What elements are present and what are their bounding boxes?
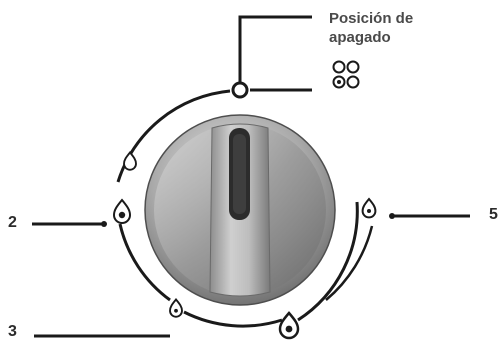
off-position-marker bbox=[231, 81, 249, 99]
flame-icon bbox=[278, 311, 300, 340]
position-label-3: 3 bbox=[8, 323, 17, 340]
flame-icon bbox=[361, 197, 377, 219]
position-label-5: 5 bbox=[489, 206, 498, 223]
flame-icon bbox=[169, 298, 183, 318]
dial-arc-right-inner bbox=[325, 225, 374, 301]
leader-dot-5 bbox=[389, 213, 395, 219]
off-leader-line bbox=[238, 15, 312, 85]
leader-dot-2 bbox=[101, 221, 107, 227]
four-small-circles-icon bbox=[332, 60, 360, 89]
position-label-2: 2 bbox=[8, 214, 17, 231]
off-position-label: Posición de apagado bbox=[329, 9, 449, 47]
flame-icon bbox=[112, 198, 132, 224]
flame-icon bbox=[123, 151, 137, 171]
dial-arc-bottom bbox=[183, 310, 283, 328]
dial-arc-left bbox=[118, 223, 171, 302]
dial-arc-right bbox=[297, 201, 359, 322]
off-position-label-line1: Posición de bbox=[329, 10, 414, 27]
rotary-knob[interactable] bbox=[144, 114, 336, 306]
off-position-label-line2: apagado bbox=[329, 29, 391, 46]
